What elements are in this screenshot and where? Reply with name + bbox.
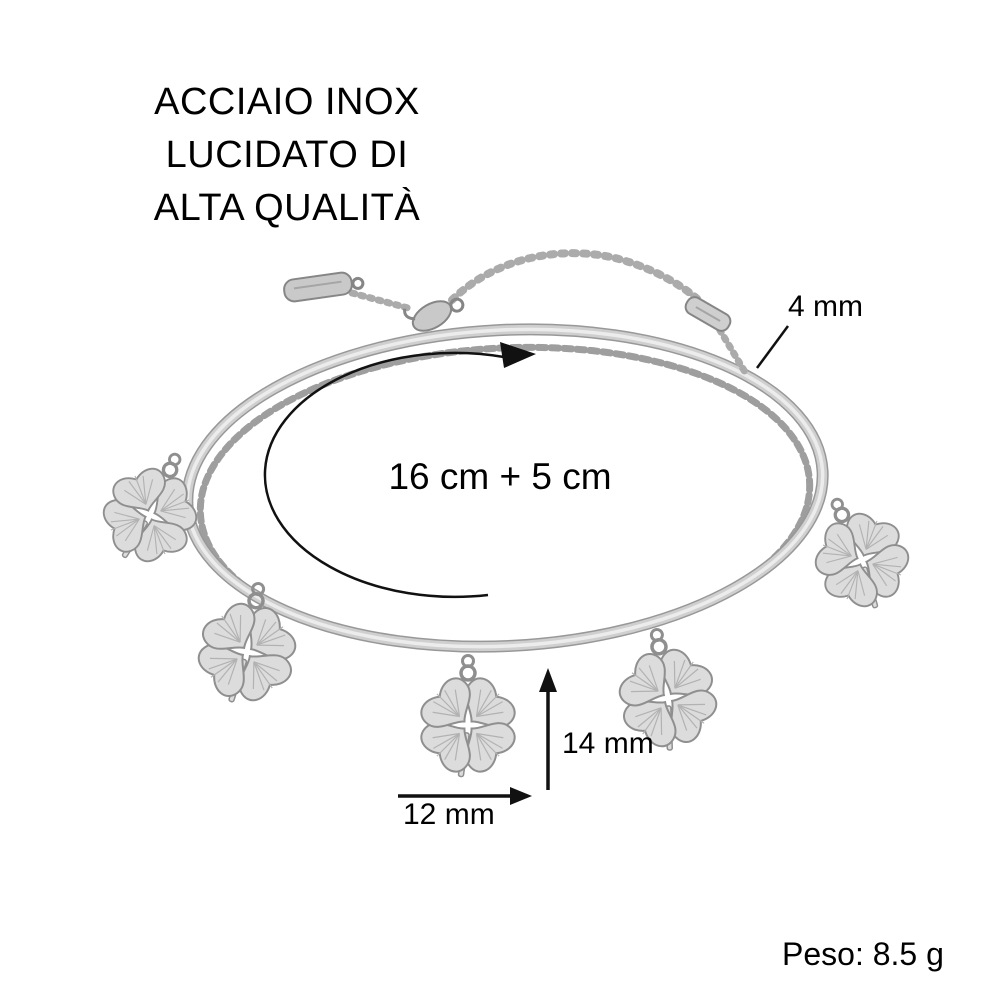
height-arrow (539, 668, 557, 790)
length-arrow (263, 342, 536, 599)
charm-width-label: 12 mm (403, 798, 495, 831)
headline-line-2: LUCIDATO DI (165, 134, 409, 176)
crimp-sleeve (684, 296, 732, 332)
weight-label: Peso: 8.5 g (782, 936, 944, 972)
charm-height-label: 14 mm (562, 727, 654, 760)
thickness-pointer (755, 325, 790, 369)
clover-charm (416, 656, 520, 778)
bracelet-length-label: 16 cm + 5 cm (388, 456, 612, 497)
headline-line-3: ALTA QUALITÀ (153, 187, 421, 229)
width-arrow (398, 787, 532, 805)
product-headline: ACCIAIO INOX LUCIDATO DI ALTA QUALITÀ (112, 76, 462, 235)
bracelet-chain (181, 323, 829, 653)
end-tag (283, 271, 365, 303)
headline-line-1: ACCIAIO INOX (154, 81, 420, 123)
lobster-clasp-icon (403, 297, 465, 332)
chain-thickness-label: 4 mm (788, 290, 863, 323)
